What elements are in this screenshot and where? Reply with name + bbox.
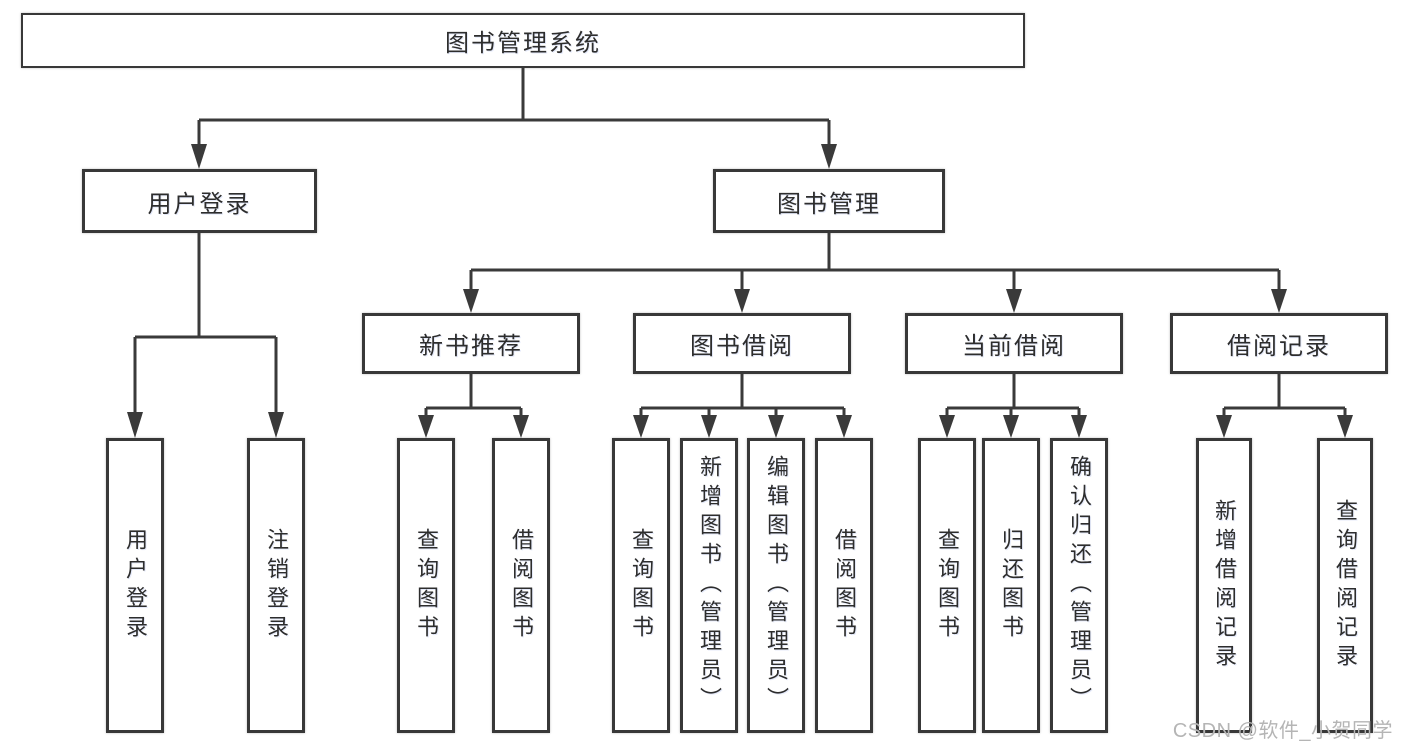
node-book-borrow: 图书借阅 [633,313,851,374]
node-label: 借阅图书 [509,527,534,644]
node-label: 注销登录 [264,527,289,644]
node-label: 用户登录 [147,190,252,218]
node-leaf-add-books-admin: 新增图书（管理员） [680,438,738,733]
node-leaf-add-borrow-record: 新增借阅记录 [1196,438,1252,733]
node-user-login: 用户登录 [82,169,317,233]
node-label: 当前借阅 [962,333,1066,360]
node-label: 查询图书 [414,527,439,644]
node-label: 借阅记录 [1227,333,1331,360]
node-label: 新增图书（管理员） [697,455,722,716]
node-label: 图书管理 [777,190,881,218]
node-leaf-borrow-books-recommend: 借阅图书 [492,438,550,733]
node-borrow-record: 借阅记录 [1170,313,1388,374]
node-label: 确认归还（管理员） [1067,455,1092,716]
node-leaf-confirm-return-admin: 确认归还（管理员） [1050,438,1108,733]
node-leaf-return-books: 归还图书 [982,438,1040,733]
node-leaf-borrow-books: 借阅图书 [815,438,873,733]
node-label: 查询图书 [629,527,654,644]
node-leaf-query-borrow-record: 查询借阅记录 [1317,438,1373,733]
node-new-book-recommend: 新书推荐 [362,313,580,374]
node-label: 新增借阅记录 [1212,498,1237,673]
node-current-borrow: 当前借阅 [905,313,1123,374]
node-label: 用户登录 [123,527,148,644]
node-library-management-system: 图书管理系统 [21,13,1025,68]
node-leaf-query-books-current: 查询图书 [918,438,976,733]
node-label: 图书管理系统 [445,30,601,57]
node-leaf-query-books-borrow: 查询图书 [612,438,670,733]
csdn-watermark: CSDN @软件_小贺同学 [1172,720,1393,742]
node-label: 查询图书 [935,527,960,644]
node-leaf-query-books-recommend: 查询图书 [397,438,455,733]
node-label: 归还图书 [999,527,1024,644]
node-leaf-edit-books-admin: 编辑图书（管理员） [747,438,805,733]
node-leaf-logout: 注销登录 [247,438,305,733]
node-label: 图书借阅 [690,333,794,360]
node-label: 编辑图书（管理员） [764,455,789,716]
node-label: 查询借阅记录 [1333,498,1358,673]
node-leaf-user-login: 用户登录 [106,438,164,733]
node-label: 借阅图书 [832,527,857,644]
node-book-management: 图书管理 [713,169,945,233]
node-label: 新书推荐 [419,333,523,360]
